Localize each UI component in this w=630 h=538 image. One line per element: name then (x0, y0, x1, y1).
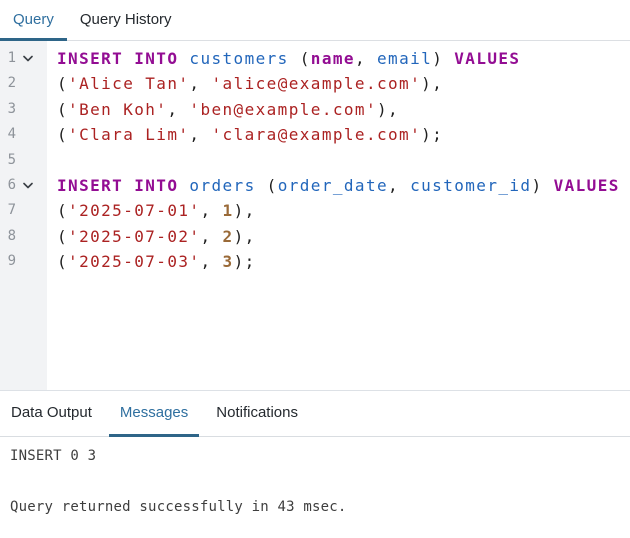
messages-result: INSERT 0 3 (10, 448, 97, 464)
line-number: 3 (7, 100, 16, 117)
code-token-plain: ( (288, 49, 311, 68)
code-token-identifier: customer_id (410, 175, 532, 195)
tab-query-label: Query (13, 10, 54, 28)
line-number: 8 (7, 227, 16, 244)
editor-gutter (0, 41, 47, 390)
code-line[interactable]: 5 (0, 148, 630, 173)
code-token-number: 2 (222, 226, 234, 246)
code-token-plain: , (354, 49, 378, 68)
code-token-keyword: VALUES (553, 175, 620, 195)
code-token-plain: , (388, 175, 411, 195)
tab-notifications[interactable]: Notifications (205, 391, 309, 437)
code-line[interactable]: 6 INSERT INTO orders (order_date, custome… (0, 173, 630, 198)
code-token-identifier: customers (189, 49, 289, 68)
code-token-identifier: orders (189, 175, 256, 195)
code-line[interactable]: 2 ('Alice Tan', 'alice@example.com'), (0, 71, 630, 96)
line-number: 5 (7, 151, 16, 168)
line-number: 6 (7, 176, 16, 193)
tab-messages[interactable]: Messages (108, 391, 200, 437)
line-number: 2 (7, 75, 16, 92)
messages-status: Query returned successfully in 43 msec. (10, 499, 347, 515)
code-token-plain: ), (233, 226, 256, 246)
line-number: 7 (7, 202, 16, 219)
fold-chevron-icon[interactable] (21, 173, 35, 198)
code-token-string: 'alice@example.com' (211, 74, 422, 94)
code-token-plain: ), (233, 201, 256, 221)
code-token-identifier: email (377, 49, 433, 68)
code-token-plain (178, 176, 189, 195)
tab-query-history-label: Query History (79, 10, 172, 28)
code-token-plain: , (167, 99, 190, 119)
code-token-string: 'clara@example.com' (211, 125, 422, 145)
code-token-plain: , (189, 125, 212, 145)
code-line[interactable]: 8 ('2025-07-02', 2), (0, 224, 630, 249)
code-token-plain: ( (57, 201, 69, 221)
tab-query-history[interactable]: Query History (67, 0, 185, 41)
code-token-plain: , (200, 252, 223, 272)
code-token-string: '2025-07-02' (68, 226, 201, 246)
code-line[interactable]: 1 INSERT INTO customers (name, email) VAL… (0, 46, 630, 71)
tab-query[interactable]: Query (0, 0, 67, 41)
code-token-plain: ); (233, 252, 256, 272)
code-line[interactable]: 7 ('2025-07-01', 1), (0, 198, 630, 223)
code-token-plain: , (200, 226, 223, 246)
code-token-string: 'Clara Lim' (68, 125, 190, 145)
code-token-plain: ), (376, 99, 400, 119)
tab-notifications-label: Notifications (216, 404, 298, 421)
code-line[interactable]: 9 ('2025-07-03', 3); (0, 249, 630, 274)
line-number: 4 (7, 126, 16, 143)
code-token-plain: ) (531, 175, 554, 195)
fold-chevron-icon[interactable] (21, 46, 35, 71)
code-token-keyword: INSERT INTO (57, 49, 179, 68)
query-tool-tabbar: Query Query History (0, 0, 630, 41)
code-token-plain: ( (255, 175, 278, 195)
code-token-string: '2025-07-01' (68, 201, 201, 221)
code-token-plain: , (189, 74, 212, 94)
code-token-string: 'ben@example.com' (189, 99, 377, 119)
messages-panel: INSERT 0 3 Query returned successfully i… (0, 437, 630, 526)
tab-messages-label: Messages (119, 404, 189, 421)
code-line[interactable]: 3 ('Ben Koh', 'ben@example.com'), (0, 97, 630, 122)
tab-data-output-label: Data Output (11, 404, 92, 421)
line-number: 1 (7, 50, 16, 66)
code-token-plain: ), (421, 74, 444, 94)
code-token-number: 3 (222, 252, 234, 272)
code-token-identifier: order_date (277, 175, 389, 195)
code-token-plain: ( (57, 125, 69, 145)
output-tabbar: Data Output Messages Notifications (0, 391, 630, 437)
code-token-number: 1 (222, 201, 234, 221)
code-token-keyword: INSERT INTO (57, 175, 179, 195)
code-token-keyword: name (310, 49, 355, 68)
code-token-string: 'Ben Koh' (68, 99, 168, 119)
code-token-plain: ( (57, 226, 69, 246)
code-token-string: 'Alice Tan' (68, 74, 190, 94)
code-token-plain: ( (57, 99, 69, 119)
code-line[interactable]: 4 ('Clara Lim', 'clara@example.com'); (0, 122, 630, 147)
code-token-plain: ); (421, 125, 444, 145)
code-token-plain (178, 49, 189, 68)
code-token-keyword: VALUES (454, 49, 521, 68)
tab-data-output[interactable]: Data Output (0, 391, 103, 437)
code-token-plain: ( (57, 252, 69, 272)
code-token-plain: , (200, 201, 223, 221)
line-number: 9 (7, 253, 16, 270)
code-token-string: '2025-07-03' (68, 252, 201, 272)
code-token-plain: ) (432, 49, 455, 68)
code-token-plain: ( (57, 74, 69, 94)
